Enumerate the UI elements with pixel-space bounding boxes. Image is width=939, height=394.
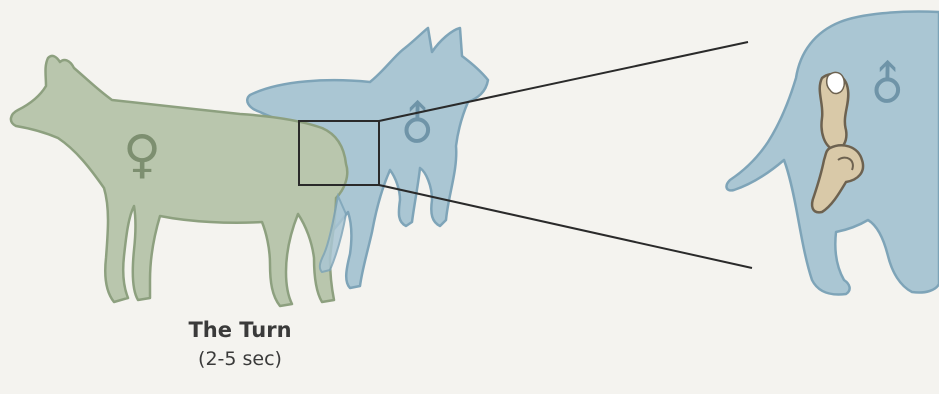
zoom-line-bottom	[379, 185, 752, 268]
diagram-caption-subtitle: (2-5 sec)	[150, 348, 330, 370]
female-symbol-icon: ♀	[123, 125, 161, 185]
diagram-caption-title: The Turn	[150, 318, 330, 342]
detail-view: ♂	[727, 11, 939, 294]
